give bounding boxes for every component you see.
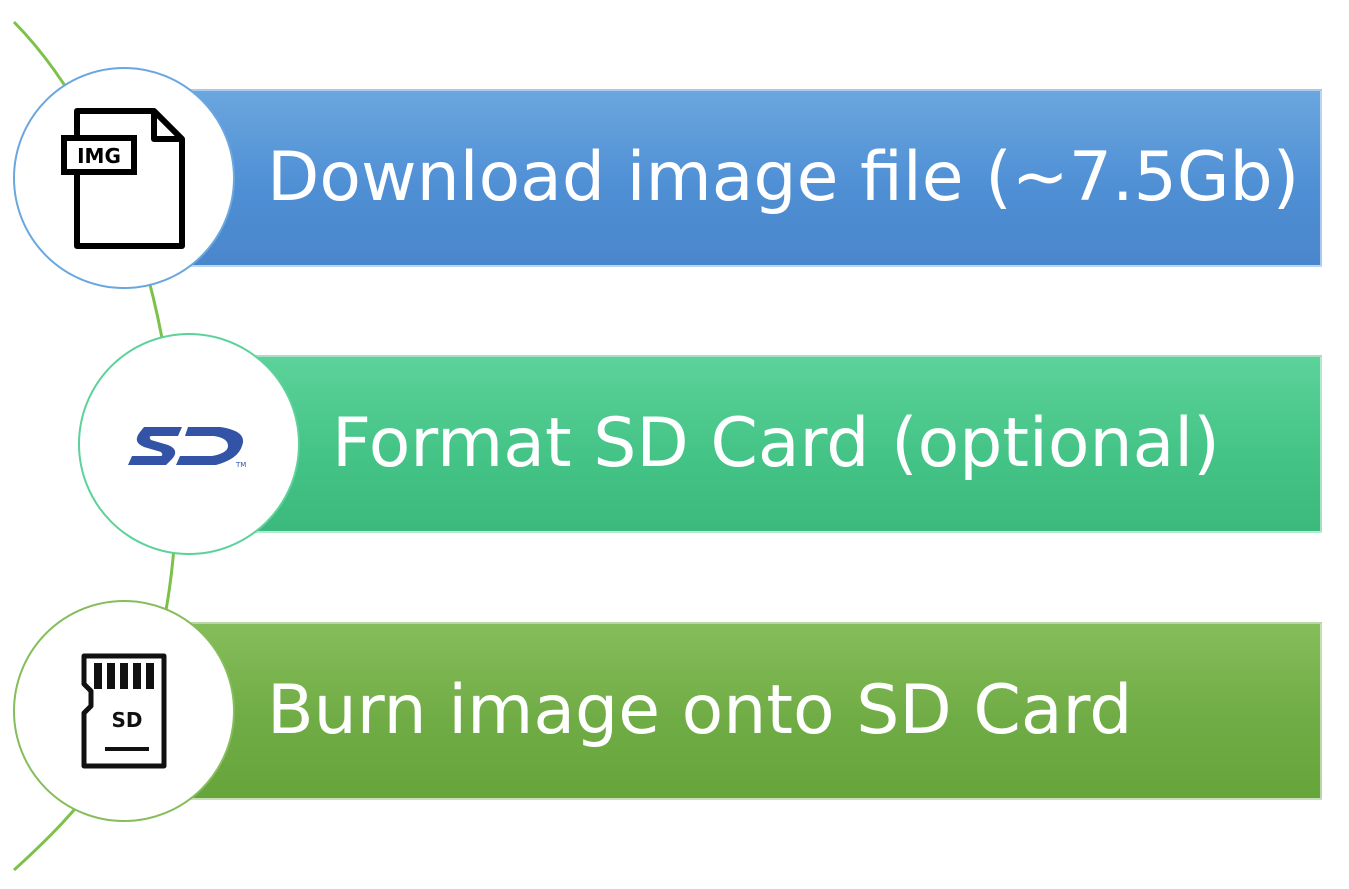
svg-text:TM: TM <box>235 461 246 469</box>
step-download-icon-disc: IMG <box>13 67 235 289</box>
step-burn-icon-disc: SD <box>13 600 235 822</box>
step-burn-label: Burn image onto SD Card <box>267 671 1133 750</box>
step-download-label: Download image file (~7.5Gb) <box>267 138 1300 217</box>
microsd-card-icon: SD <box>79 651 169 771</box>
step-format-icon-disc: TM <box>78 333 300 555</box>
step-format-bar: Format SD Card (optional) <box>216 355 1322 533</box>
step-format-label: Format SD Card (optional) <box>332 404 1220 483</box>
step-burn-bar: Burn image onto SD Card <box>150 622 1322 800</box>
img-file-icon: IMG <box>59 106 189 251</box>
step-download-bar: Download image file (~7.5Gb) <box>150 89 1322 267</box>
sd-logo-icon: TM <box>124 419 254 469</box>
svg-text:SD: SD <box>111 708 142 732</box>
img-label: IMG <box>77 144 121 168</box>
